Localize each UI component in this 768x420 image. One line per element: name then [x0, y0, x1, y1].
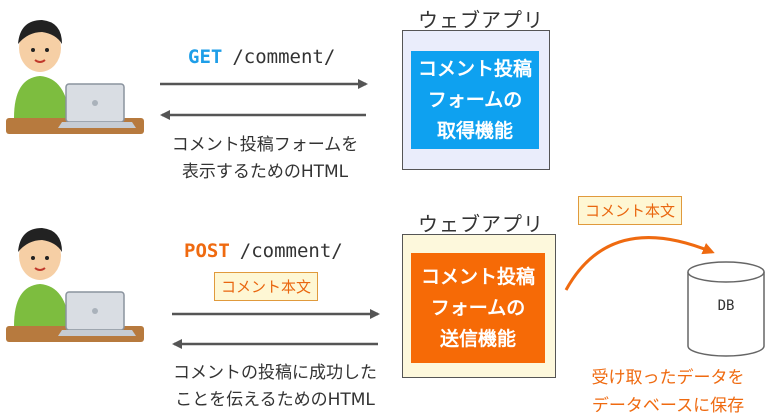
response-line: ことを伝えるためのHTML: [175, 390, 375, 410]
response-line: コメントの投稿に成功した: [173, 363, 377, 383]
http-method: GET: [188, 46, 223, 68]
response-description-top: コメント投稿フォームを 表示するためのHTML: [152, 132, 378, 186]
save-arrow: [564, 236, 715, 291]
response-line: コメント投稿フォームを: [171, 135, 359, 155]
post-request-label: POST/comment/: [184, 240, 343, 262]
comment-body-tag: コメント本文: [214, 272, 319, 301]
box-line: コメント投稿: [417, 57, 532, 80]
box-line: 送信機能: [439, 327, 516, 350]
response-line: 表示するためのHTML: [181, 162, 349, 182]
box-line: フォームの: [430, 296, 526, 319]
app-title-top: ウェブアプリ: [418, 8, 544, 32]
request-path: /comment/: [239, 240, 343, 262]
db-label: DB: [717, 298, 735, 314]
submit-form-function-box: コメント投稿 フォームの 送信機能: [411, 253, 545, 363]
request-path: /comment/: [232, 46, 336, 68]
database-cylinder-icon: [687, 261, 765, 357]
response-description-bottom: コメントの投稿に成功した ことを伝えるためのHTML: [158, 360, 392, 414]
box-line: フォームの: [427, 88, 523, 111]
box-line: コメント投稿: [420, 265, 535, 288]
fetch-form-function-box: コメント投稿 フォームの 取得機能: [411, 51, 539, 149]
app-title-bottom: ウェブアプリ: [418, 212, 544, 236]
db-comment-body-tag: コメント本文: [578, 196, 683, 225]
http-method: POST: [184, 240, 230, 262]
db-note-line: データベースに保存: [591, 396, 745, 416]
box-line: 取得機能: [436, 119, 513, 142]
get-request-label: GET/comment/: [188, 46, 335, 68]
person-at-laptop-icon: [6, 228, 144, 342]
db-note-line: 受け取ったデータを: [591, 368, 745, 388]
web-app-frame-bottom: コメント投稿 フォームの 送信機能: [402, 234, 556, 378]
person-at-laptop-icon: [6, 20, 144, 134]
db-save-note: 受け取ったデータを データベースに保存: [568, 364, 768, 420]
web-app-frame-top: コメント投稿 フォームの 取得機能: [402, 30, 550, 170]
